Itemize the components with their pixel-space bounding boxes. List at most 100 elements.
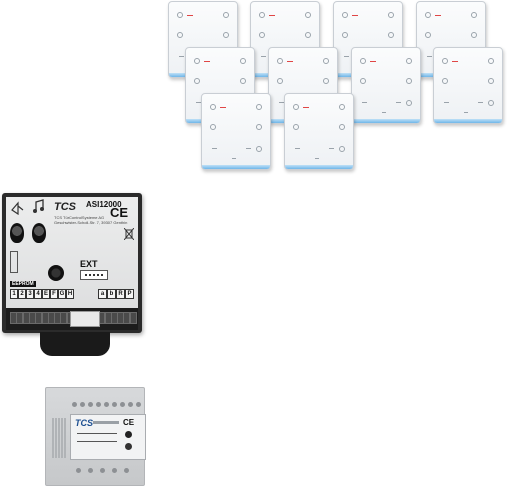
asi-model-number: ASI12000 (86, 200, 122, 209)
terminal-block (6, 308, 138, 330)
status-led (303, 107, 309, 108)
key-icon (196, 102, 201, 103)
key-label: H (66, 289, 74, 299)
key-label: 2 (18, 289, 26, 299)
button-dot-icon (277, 78, 283, 84)
key-icon (427, 56, 432, 57)
bell-icon (488, 78, 494, 84)
led-scale (10, 251, 18, 273)
button-dot-icon (223, 12, 229, 18)
button-dot-icon (488, 100, 494, 106)
button-dot-icon (194, 78, 200, 84)
vent-fin (64, 418, 66, 458)
status-led (370, 61, 376, 62)
button-dot-icon (342, 32, 348, 38)
indoor-station-panel[interactable] (284, 93, 354, 170)
din-module-housing: TCS CE (45, 387, 146, 486)
terminal-screw (80, 402, 85, 407)
din-ce-mark: CE (123, 418, 135, 427)
key-label: 3 (26, 289, 34, 299)
microphone-icon (293, 104, 299, 110)
microphone-icon (425, 12, 431, 18)
eeprom-label: EEPROM (10, 281, 36, 287)
din-circuit-line (77, 441, 117, 442)
terminal-screw (76, 468, 81, 473)
company-address: Geschwister-Scholl-Str. 7, 39307 Genthin (54, 220, 128, 225)
label-mark (232, 158, 236, 159)
button-dot-icon (256, 104, 262, 110)
bell-icon (223, 32, 229, 38)
ext-connector[interactable] (80, 270, 108, 280)
terminal-screw (100, 468, 105, 473)
microphone-icon (259, 12, 265, 18)
key-icon (295, 148, 300, 149)
status-led (287, 61, 293, 62)
terminal-screw (128, 402, 133, 407)
music-note-icon (32, 199, 46, 215)
key-icon (279, 102, 284, 103)
button-dot-icon (360, 78, 366, 84)
key-label: F (50, 289, 58, 299)
panel-light-strip (352, 119, 420, 123)
volume-knob-speaker[interactable] (10, 223, 24, 243)
button-dot-icon (425, 32, 431, 38)
status-led (187, 15, 193, 16)
button-dot-icon (256, 146, 262, 152)
status-led (220, 107, 226, 108)
din-module-front-label: TCS CE (70, 414, 146, 460)
indoor-station-panel[interactable] (201, 93, 271, 170)
key-icon (444, 102, 449, 103)
white-connector[interactable] (70, 311, 100, 327)
bell-icon (323, 78, 329, 84)
bell-icon (256, 124, 262, 130)
volume-knob-ringtone[interactable] (32, 223, 46, 243)
terminal-screw (112, 402, 117, 407)
panel-light-strip (202, 165, 270, 169)
label-mark (464, 112, 468, 113)
asi-brand-logo: TCS (54, 201, 76, 213)
button-dot-icon (177, 32, 183, 38)
din-rail-power-supply: TCS CE (43, 387, 147, 486)
asi-interface-module: TCS ASI12000 CE TCS TürControlSysteme AG… (2, 193, 144, 361)
ce-mark: CE (110, 205, 129, 220)
indoor-station-panel[interactable] (351, 47, 421, 124)
program-button[interactable] (48, 265, 64, 281)
bell-icon (406, 78, 412, 84)
ext-label: EXT (80, 259, 98, 269)
light-icon (478, 102, 483, 103)
key-icon (179, 56, 184, 57)
cable (40, 332, 110, 356)
status-led (352, 15, 358, 16)
status-led (435, 15, 441, 16)
din-button[interactable] (125, 443, 132, 450)
panel-light-strip (434, 119, 502, 123)
key-label: E (42, 289, 50, 299)
button-dot-icon (305, 12, 311, 18)
status-led (204, 61, 210, 62)
button-dot-icon (339, 146, 345, 152)
asi-module-front-label: TCS ASI12000 CE TCS TürControlSysteme AG… (6, 197, 138, 308)
button-dot-icon (210, 124, 216, 130)
key-icon (261, 56, 266, 57)
microphone-icon (194, 58, 200, 64)
key-label: b (107, 289, 116, 299)
terminal-screw (96, 402, 101, 407)
key-icon (212, 148, 217, 149)
light-icon (329, 148, 334, 149)
weee-bin-icon (123, 227, 135, 241)
vent-fin (61, 418, 63, 458)
company-name: TCS TürControlSysteme AG (54, 215, 105, 220)
button-dot-icon (293, 124, 299, 130)
din-model-text (93, 421, 119, 424)
status-led (452, 61, 458, 62)
light-icon (396, 102, 401, 103)
microphone-icon (360, 58, 366, 64)
light-icon (246, 148, 251, 149)
indoor-station-panel[interactable] (433, 47, 503, 124)
bell-icon (240, 78, 246, 84)
terminal-screw (88, 468, 93, 473)
terminal-screw (124, 468, 129, 473)
bell-icon (339, 124, 345, 130)
speaker-icon (10, 201, 26, 216)
key-label: G (58, 289, 66, 299)
